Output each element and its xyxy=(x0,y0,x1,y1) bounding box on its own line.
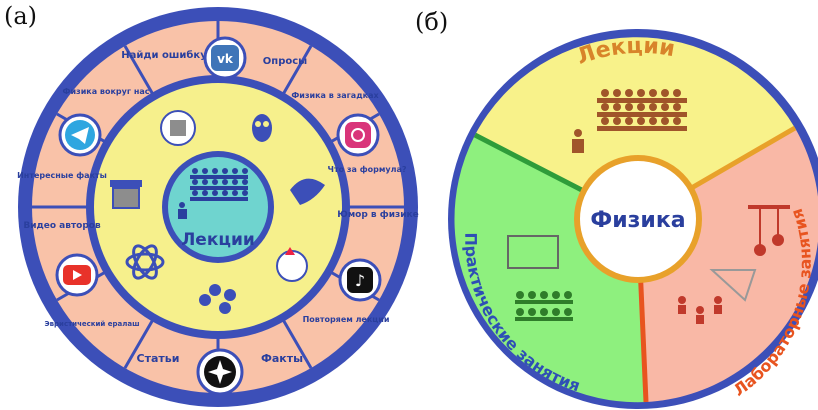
center-label-b: Физика xyxy=(590,208,685,233)
lecture-hall-icon xyxy=(178,168,248,219)
lab-equipment-icon xyxy=(678,205,790,324)
segment-label: Факты xyxy=(261,352,303,365)
instagram-icon xyxy=(336,113,380,157)
diagram-b: Физика Лекции Лабораторные занятия Практ… xyxy=(448,29,818,409)
svg-text:vk: vk xyxy=(217,52,234,66)
center-label-a: Лекции xyxy=(181,230,255,250)
telegram-icon xyxy=(58,113,102,157)
star-icon xyxy=(196,348,244,396)
rubik-cube-icon xyxy=(160,110,196,146)
segment-label: Физика в загадках xyxy=(291,91,379,100)
segment-label: Повторяем лекции xyxy=(303,315,390,324)
segment-label: Опросы xyxy=(263,56,307,67)
youtube-icon xyxy=(55,253,99,297)
segment-label: Физика вокруг нас xyxy=(63,87,150,96)
panel-b-label: (б) xyxy=(415,8,449,36)
segment-label: Эвристический ералаш xyxy=(44,320,139,328)
teamwork-icon xyxy=(199,284,236,314)
segment-label: Что за формула? xyxy=(327,165,406,174)
vk-icon: vk xyxy=(203,36,247,80)
svg-text:♪: ♪ xyxy=(355,271,365,290)
center-circle-b xyxy=(580,161,696,277)
tiktok-icon: ♪ xyxy=(338,258,382,302)
segment-label: Статьи xyxy=(137,352,180,365)
atom-icon xyxy=(125,244,165,280)
lecture-hall-icon xyxy=(572,89,687,153)
segment-label: Найди ошибку xyxy=(121,49,207,61)
clapperboard-icon xyxy=(110,180,142,209)
segment-label: Интересные факты xyxy=(17,171,107,180)
segment-label: Видео авторов xyxy=(23,221,101,231)
segment-label: Юмор в физике xyxy=(337,210,419,220)
panel-a-label: (а) xyxy=(4,2,38,30)
chicken-icon xyxy=(276,247,308,282)
owl-icon xyxy=(252,114,272,142)
classroom-icon xyxy=(507,235,573,321)
diagram-a: Лекции Найди ошибку Опросы Физика в зага… xyxy=(17,7,419,407)
svg-text:Найди ошибку: Найди ошибку xyxy=(121,49,207,61)
bird-icon xyxy=(290,178,325,205)
